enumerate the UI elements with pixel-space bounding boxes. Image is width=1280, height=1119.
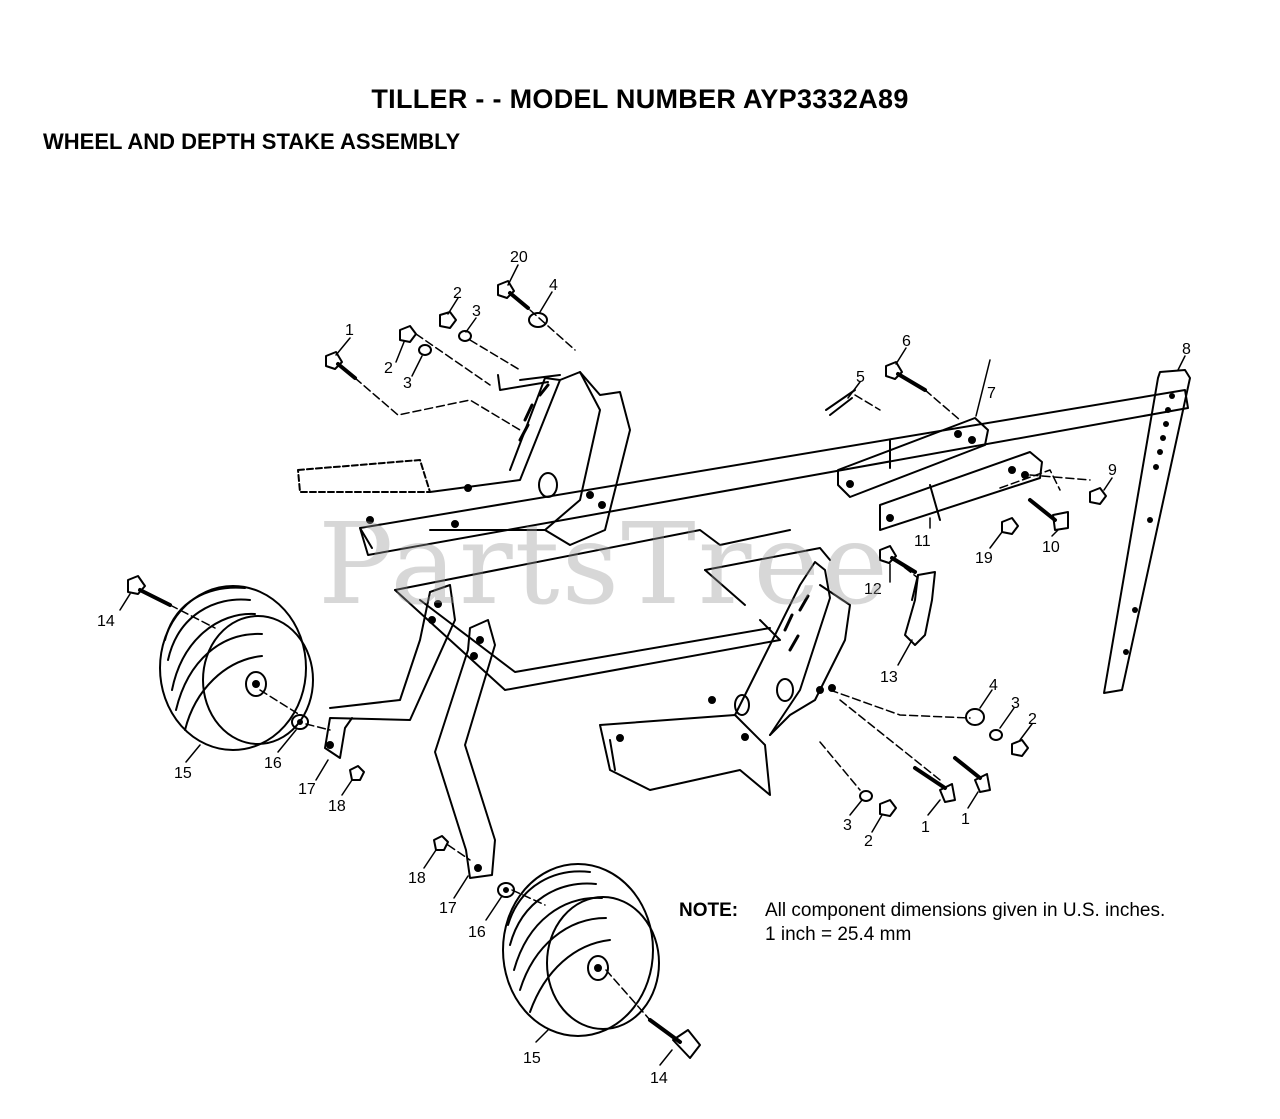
callout-labels: 20 4 2 3 1 2 3 6 5 7 8 9 10 19 11 12 13 … bbox=[97, 249, 1191, 1087]
callout-1: 1 bbox=[961, 811, 970, 828]
callout-3: 3 bbox=[843, 817, 852, 834]
left-wheel-bracket bbox=[324, 584, 456, 759]
note-text-units: All component dimensions given in U.S. i… bbox=[765, 900, 1166, 921]
callout-18: 18 bbox=[328, 798, 346, 815]
depth-stake bbox=[1103, 369, 1191, 694]
left-tine-bracket bbox=[297, 371, 631, 546]
callout-3: 3 bbox=[1011, 695, 1020, 712]
callout-2: 2 bbox=[1028, 711, 1037, 728]
callout-9: 9 bbox=[1108, 462, 1117, 479]
callout-15: 15 bbox=[523, 1050, 541, 1067]
callout-3: 3 bbox=[472, 303, 481, 320]
diagram-title: TILLER - - MODEL NUMBER AYP3332A89 bbox=[371, 84, 909, 114]
assembly-subtitle: WHEEL AND DEPTH STAKE ASSEMBLY bbox=[43, 129, 461, 154]
note-text-conversion: 1 inch = 25.4 mm bbox=[765, 924, 912, 945]
callout-10: 10 bbox=[1042, 539, 1060, 556]
note-label: NOTE: bbox=[679, 900, 739, 921]
right-tine-bracket bbox=[599, 561, 851, 796]
callout-13: 13 bbox=[880, 669, 898, 686]
callout-6: 6 bbox=[902, 333, 911, 350]
hardware bbox=[127, 280, 1107, 1059]
callout-17: 17 bbox=[439, 900, 457, 917]
callout-3: 3 bbox=[403, 375, 412, 392]
assembly-lines bbox=[169, 309, 1091, 1021]
callout-1: 1 bbox=[345, 322, 354, 339]
depth-stake-plate bbox=[837, 417, 989, 498]
callout-12: 12 bbox=[864, 581, 882, 598]
left-wheel bbox=[159, 585, 314, 751]
callout-8: 8 bbox=[1182, 341, 1191, 358]
main-frame bbox=[359, 389, 1189, 691]
callout-2: 2 bbox=[864, 833, 873, 850]
callout-2: 2 bbox=[453, 285, 462, 302]
callout-4: 4 bbox=[549, 277, 558, 294]
leader-lines bbox=[119, 264, 1186, 1066]
right-wheel-bracket bbox=[434, 619, 496, 879]
callout-1: 1 bbox=[921, 819, 930, 836]
callout-4: 4 bbox=[989, 677, 998, 694]
callout-11: 11 bbox=[914, 533, 931, 550]
callout-15: 15 bbox=[174, 765, 192, 782]
callout-18: 18 bbox=[408, 870, 426, 887]
callout-14: 14 bbox=[650, 1070, 668, 1087]
callout-7: 7 bbox=[987, 385, 996, 402]
callout-16: 16 bbox=[468, 924, 486, 941]
callout-5: 5 bbox=[856, 369, 865, 386]
callout-19: 19 bbox=[975, 550, 993, 567]
callout-17: 17 bbox=[298, 781, 316, 798]
stake-clip bbox=[904, 571, 936, 646]
callout-16: 16 bbox=[264, 755, 282, 772]
depth-stake-bracket bbox=[879, 451, 1043, 531]
watermark: PartsTree bbox=[318, 500, 890, 630]
callout-2: 2 bbox=[384, 360, 393, 377]
callout-14: 14 bbox=[97, 613, 115, 630]
callout-20: 20 bbox=[510, 249, 528, 266]
right-wheel bbox=[502, 863, 660, 1037]
